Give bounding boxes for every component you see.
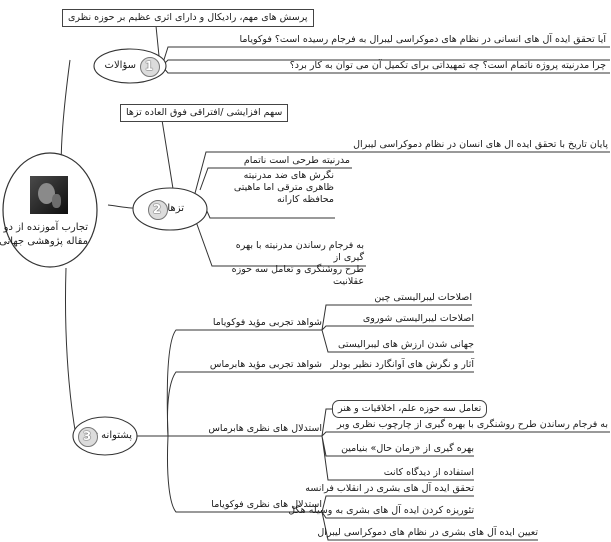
thesis-item-4-line-2: طرح روشنگری و تعامل سه حوزه عقلانیت	[231, 264, 364, 287]
support-group-3-boxed-item: تعامل سه حوزه علم، اخلاقیات و هنر	[332, 400, 488, 418]
support-group-1-item-1: اصلاحات لیبرالیستی چین	[374, 292, 472, 303]
support-group-4-item-2: تئوریزه کردن ایده آل های بشری به وسیله ه…	[288, 505, 474, 516]
support-group-1-item-3: جهانی شدن ارزش های لیبرالیستی	[338, 339, 474, 350]
center-title-line-2: مقاله پژوهشی جهانی	[0, 236, 88, 247]
support-label: پشتوانه تز	[89, 430, 132, 441]
support-group-3-item-1: به فرجام رساندن طرح روشنگری با بهره گیری…	[336, 419, 608, 430]
question-item-1: آیا تحقق ایده آل های انسانی در نظام های …	[239, 34, 606, 45]
thesis-item-4-line-1: به فرجام رساندن مدرنیته با بهره گیری از	[235, 240, 364, 263]
support-group-4-label: استدلال های نظری فوکویاما	[211, 499, 322, 510]
support-group-2-item-1: آثار و نگرش های آوانگارد نظیر بودلر	[330, 359, 474, 370]
support-group-1-item-2: اصلاحات لیبرالیستی شوروی	[362, 313, 474, 324]
support-group-3-item-3: استفاده از دیدگاه کانت	[383, 467, 474, 478]
number-badge-2-text: 2	[152, 202, 162, 216]
questions-note-box: پرسش های مهم، رادیکال و دارای اثری عظیم …	[62, 9, 314, 27]
support-group-3-label: استدلال های نظری هابرماس	[208, 423, 322, 434]
thesis-item-3-line-2: ظاهری مترقی اما ماهیتی	[233, 182, 334, 193]
thesis-item-1: پایان تاریخ با تحقق ایده ال های انسان در…	[353, 139, 608, 150]
thesis-item-2: مدرنیته طرحی است ناتمام	[243, 155, 350, 166]
question-item-2: چرا مدرنیته پروژه ناتمام است؟ چه تمهیدات…	[289, 60, 606, 71]
thesis-item-3-line-1: نگرش های ضد مدرنیته	[243, 170, 334, 181]
support-group-2-label: شواهد تجربی مؤید هابرماس	[209, 359, 322, 370]
number-badge-1	[140, 57, 160, 77]
number-badge-1-text: 1	[144, 59, 154, 73]
center-title-line-1: تجارب آموزنده از دو	[3, 222, 88, 233]
thesis-item-3-line-3: محافظه کارانه	[277, 194, 334, 205]
theses-note-box: سهم افزایشی /افتراقی فوق العاده تزها	[120, 104, 289, 122]
portrait-photo	[30, 176, 68, 214]
support-group-4-item-1: تحقق ایده آل های بشری در انقلاب فرانسه	[305, 483, 474, 494]
thesis-item-3: نگرش های ضد مدرنیته ظاهری مترقی اما ماهی…	[212, 170, 334, 206]
support-group-3-item-2: بهره گیری از «زمان حال» بنیامین	[341, 443, 474, 454]
number-badge-2	[148, 200, 168, 220]
number-badge-3-text: 3	[82, 429, 92, 443]
number-badge-3	[78, 427, 98, 447]
theses-label: تزها	[167, 203, 184, 214]
support-group-4-item-3: تعیین ایده آل های بشری در نظام های دموکر…	[317, 527, 538, 538]
questions-label: سؤالات	[104, 60, 136, 71]
support-group-1-label: شواهد تجربی مؤید فوکویاما	[212, 317, 322, 328]
thesis-item-4: به فرجام رساندن مدرنیته با بهره گیری از …	[214, 240, 364, 288]
